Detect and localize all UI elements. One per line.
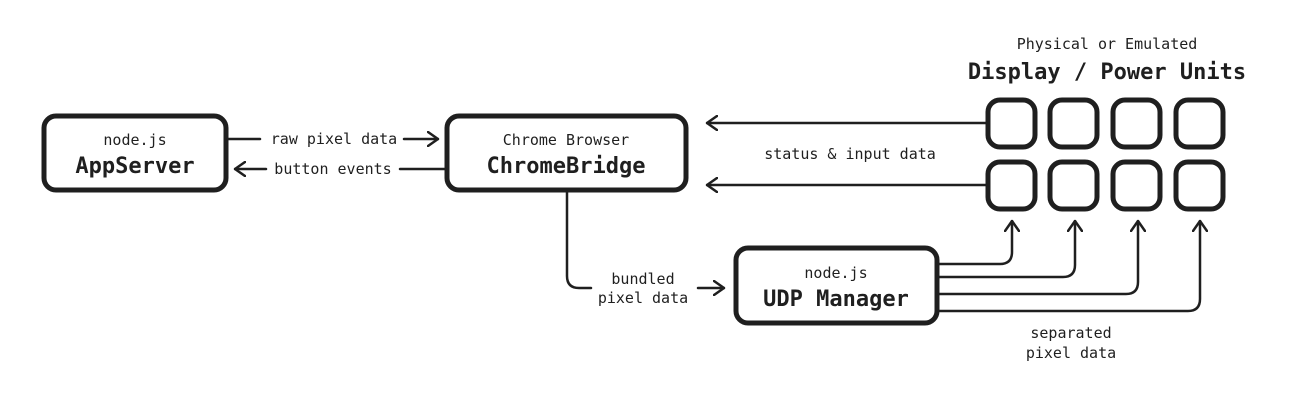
button-events-label: button events (274, 160, 391, 178)
edge-bundled-pixel-data: bundled pixel data (565, 190, 726, 307)
edge-status-input: status & input data (705, 123, 988, 185)
udp-manager-name: UDP Manager (763, 287, 909, 312)
chrome-bridge-name: ChromeBridge (487, 154, 646, 179)
bundled-label-line1: bundled (611, 270, 674, 288)
units-title: Display / Power Units (968, 60, 1246, 85)
display-unit (1110, 97, 1163, 150)
units-subtitle: Physical or Emulated (1017, 35, 1198, 53)
raw-pixel-data-label: raw pixel data (271, 130, 397, 148)
chrome-bridge-sub: Chrome Browser (503, 131, 629, 149)
edge-separated-pixel-data: separated pixel data (937, 219, 1200, 362)
separated-label-line1: separated (1030, 324, 1111, 342)
udp-manager-node: node.js UDP Manager (733, 245, 940, 326)
display-unit (985, 159, 1038, 212)
status-input-label: status & input data (764, 145, 936, 163)
display-unit (985, 97, 1038, 150)
edge-raw-pixel-data: raw pixel data (226, 130, 440, 148)
app-server-sub: node.js (103, 131, 166, 149)
display-unit (1047, 97, 1100, 150)
separated-label-line2: pixel data (1026, 344, 1116, 362)
chrome-bridge-node: Chrome Browser ChromeBridge (444, 113, 689, 193)
display-unit (1173, 97, 1226, 150)
display-units-grid (985, 97, 1226, 212)
display-unit (1110, 159, 1163, 212)
edge-button-events: button events (233, 160, 447, 178)
display-unit (1173, 159, 1226, 212)
display-unit (1047, 159, 1100, 212)
udp-manager-sub: node.js (804, 264, 867, 282)
app-server-name: AppServer (75, 154, 194, 179)
app-server-node: node.js AppServer (41, 113, 229, 193)
bundled-label-line2: pixel data (598, 289, 688, 307)
